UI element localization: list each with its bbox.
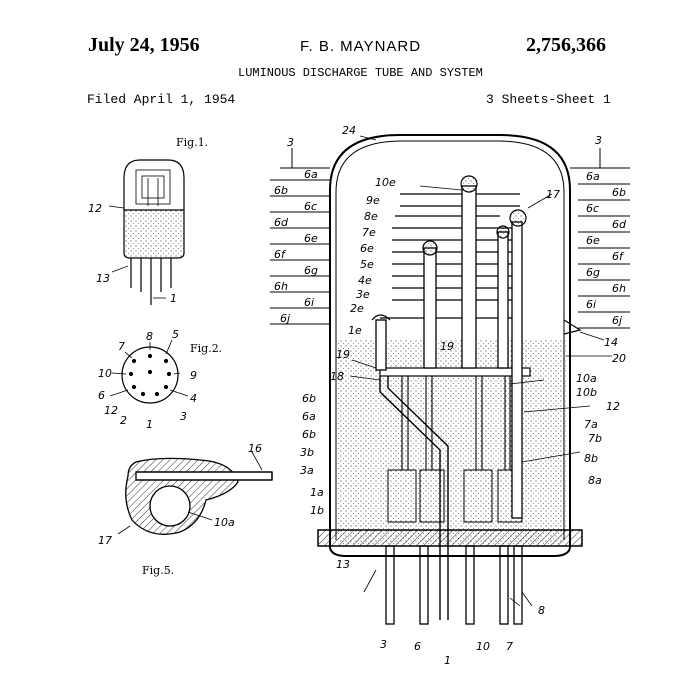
electrode-label-2e: 2e — [350, 302, 364, 315]
label-3b: 3b — [300, 446, 314, 459]
label-3-left: 3 — [287, 136, 294, 149]
fig2-pin-12: 12 — [104, 404, 118, 417]
label-8b: 8b — [584, 452, 598, 465]
label-18: 18 — [330, 370, 344, 383]
patent-title: LUMINOUS DISCHARGE TUBE AND SYSTEM — [238, 66, 483, 80]
filing-date: Filed April 1, 1954 — [87, 92, 236, 107]
fig1-label-12: 12 — [88, 202, 102, 215]
fig2-pin-3: 3 — [180, 410, 187, 423]
inventor-name: F. B. MAYNARD — [300, 38, 422, 55]
fig2-pin-10: 10 — [98, 367, 112, 380]
label-6b-upper: 6b — [302, 392, 316, 405]
left-scale-6e: 6e — [304, 232, 318, 245]
electrode-label-9e: 9e — [366, 194, 380, 207]
label-3a: 3a — [300, 464, 314, 477]
right-scale-6g: 6g — [586, 266, 600, 279]
fig2-pin-8: 8 — [146, 330, 153, 343]
fig2-drawing — [109, 339, 189, 404]
fig2-pin-5: 5 — [172, 328, 179, 341]
fig1-title: Fig.1. — [176, 136, 208, 149]
fig1-label-13: 13 — [96, 272, 110, 285]
right-scale-6b: 6b — [612, 186, 626, 199]
left-scale-6j: 6j — [280, 312, 291, 325]
left-scale: 6a 6b 6c 6d 6e 6f 6g 6h 6i 6j — [274, 168, 318, 325]
electrode-label-3e: 3e — [356, 288, 370, 301]
fig2-pin-4: 4 — [190, 392, 197, 405]
electrode-label-1e: 1e — [348, 324, 362, 337]
label-19-center: 19 — [440, 340, 454, 353]
right-scale-6i: 6i — [586, 298, 596, 311]
fig5-drawing — [117, 451, 273, 535]
right-scale: 6a 6b 6c 6d 6e 6f 6g 6h 6i 6j — [586, 170, 627, 327]
left-scale-6g: 6g — [304, 264, 318, 277]
right-scale-6j: 6j — [612, 314, 623, 327]
pin-label-1: 1 — [444, 654, 451, 667]
label-20: 20 — [612, 352, 626, 365]
label-19-left: 19 — [336, 348, 350, 361]
left-scale-6h: 6h — [274, 280, 288, 293]
sheet-count: 3 Sheets-Sheet 1 — [486, 92, 611, 107]
fig5-title: Fig.5. — [142, 564, 174, 577]
fig5-label-10a: 10a — [214, 516, 235, 529]
tube-drawing — [270, 134, 630, 625]
fig1-drawing — [108, 159, 185, 305]
right-scale-6d: 6d — [612, 218, 627, 231]
fig5-label-16: 16 — [248, 442, 262, 455]
label-7b: 7b — [588, 432, 602, 445]
pin-label-6: 6 — [414, 640, 421, 653]
label-14: 14 — [604, 336, 618, 349]
left-scale-6a: 6a — [304, 168, 318, 181]
electrode-label-6e: 6e — [360, 242, 374, 255]
label-24: 24 — [342, 124, 356, 137]
pin-label-10: 10 — [476, 640, 490, 653]
fig2-pin-1: 1 — [146, 418, 153, 431]
right-scale-6c: 6c — [586, 202, 599, 215]
pin-label-7: 7 — [506, 640, 513, 653]
left-scale-6i: 6i — [304, 296, 314, 309]
electrode-label-7e: 7e — [362, 226, 376, 239]
label-17: 17 — [546, 188, 560, 201]
label-8a: 8a — [588, 474, 602, 487]
right-scale-6a: 6a — [586, 170, 600, 183]
electrode-label-8e: 8e — [364, 210, 378, 223]
label-1a: 1a — [310, 486, 324, 499]
left-scale-6b: 6b — [274, 184, 288, 197]
label-1b: 1b — [310, 504, 324, 517]
electrode-label-10e: 10e — [375, 176, 396, 189]
label-6a: 6a — [302, 410, 316, 423]
right-scale-6f: 6f — [612, 250, 625, 263]
left-scale-6c: 6c — [304, 200, 317, 213]
fig2-title: Fig.2. — [190, 342, 222, 355]
patent-number: 2,756,366 — [526, 34, 606, 56]
label-10a: 10a — [576, 372, 597, 385]
electrode-label-5e: 5e — [360, 258, 374, 271]
pin-label-3: 3 — [380, 638, 387, 651]
fig2-pin-9: 9 — [190, 369, 197, 382]
fig2-pin-2: 2 — [120, 414, 127, 427]
label-13: 13 — [336, 558, 350, 571]
right-scale-6e: 6e — [586, 234, 600, 247]
label-10b: 10b — [576, 386, 597, 399]
left-scale-6f: 6f — [274, 248, 287, 261]
label-12: 12 — [606, 400, 620, 413]
fig2-pin-7: 7 — [118, 340, 125, 353]
fig2-pin-6: 6 — [98, 389, 105, 402]
label-6b-lower: 6b — [302, 428, 316, 441]
pin-label-8: 8 — [538, 604, 545, 617]
label-7a: 7a — [584, 418, 598, 431]
fig1-label-1: 1 — [170, 292, 177, 305]
fig5-label-17: 17 — [98, 534, 112, 547]
electrode-label-4e: 4e — [358, 274, 372, 287]
left-scale-6d: 6d — [274, 216, 289, 229]
label-3-right: 3 — [595, 134, 602, 147]
patent-date: July 24, 1956 — [88, 34, 200, 56]
right-scale-6h: 6h — [612, 282, 626, 295]
